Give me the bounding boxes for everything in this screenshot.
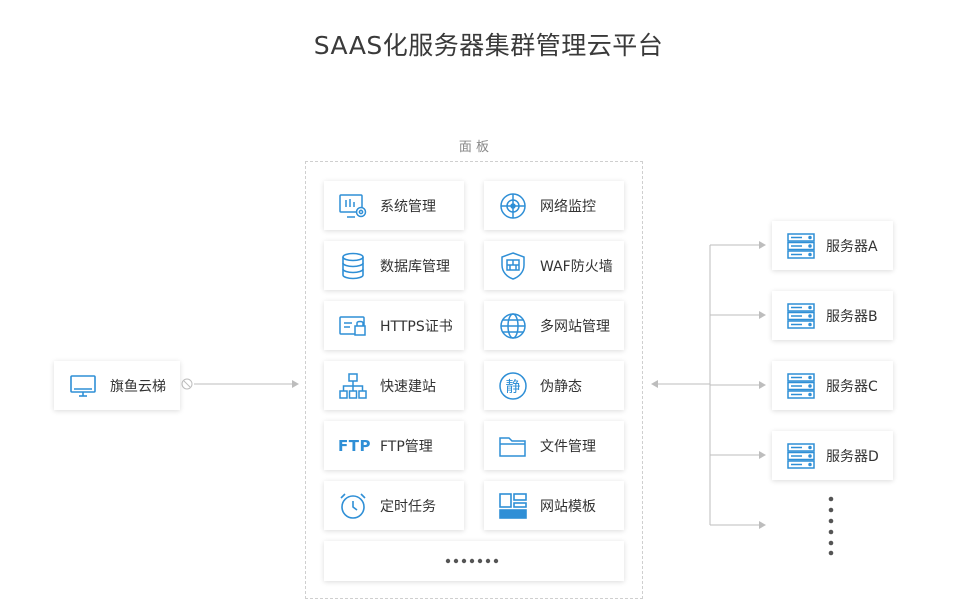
static-char-icon: 静 (498, 371, 528, 401)
server-label: 服务器C (826, 378, 878, 395)
module-label: 网络监控 (540, 198, 596, 215)
client-node: 旗鱼云梯 (54, 361, 180, 410)
module-https-certificate[interactable]: HTTPS证书 (324, 301, 464, 350)
server-node-c: 服务器C (772, 361, 893, 410)
ftp-icon: FTP (338, 436, 371, 455)
module-label: 快速建站 (380, 378, 436, 395)
server-rack-icon (786, 231, 816, 261)
monitor-icon (68, 371, 98, 401)
module-system-management[interactable]: 系统管理 (324, 181, 464, 230)
module-label: 文件管理 (540, 438, 596, 455)
module-pseudo-static[interactable]: 静 伪静态 (484, 361, 624, 410)
database-icon (338, 251, 368, 281)
module-label: 伪静态 (540, 378, 582, 395)
module-quick-site-build[interactable]: 快速建站 (324, 361, 464, 410)
client-to-panel-connector (181, 378, 299, 390)
server-rack-icon (786, 371, 816, 401)
module-label: 数据库管理 (380, 258, 450, 275)
ellipsis-dots-icon (445, 558, 499, 564)
server-label: 服务器A (826, 238, 878, 255)
module-label: 定时任务 (380, 498, 436, 515)
panel-to-servers-connector (651, 241, 766, 529)
module-label: HTTPS证书 (380, 318, 453, 335)
more-servers-ellipsis-icon (828, 496, 834, 556)
module-waf-firewall[interactable]: WAF防火墙 (484, 241, 624, 290)
server-node-a: 服务器A (772, 221, 893, 270)
template-grid-icon (498, 491, 528, 521)
module-network-monitor[interactable]: 网络监控 (484, 181, 624, 230)
module-label: 多网站管理 (540, 318, 610, 335)
client-label: 旗鱼云梯 (110, 378, 166, 395)
module-label: WAF防火墙 (540, 258, 613, 275)
server-node-b: 服务器B (772, 291, 893, 340)
server-label: 服务器D (826, 448, 879, 465)
radar-monitor-icon (498, 191, 528, 221)
module-scheduled-tasks[interactable]: 定时任务 (324, 481, 464, 530)
module-label: 网站模板 (540, 498, 596, 515)
static-char-text: 静 (505, 377, 520, 395)
server-label: 服务器B (826, 308, 878, 325)
alarm-clock-icon (338, 491, 368, 521)
module-multi-site-management[interactable]: 多网站管理 (484, 301, 624, 350)
module-file-management[interactable]: 文件管理 (484, 421, 624, 470)
module-database-management[interactable]: 数据库管理 (324, 241, 464, 290)
page-title: SAAS化服务器集群管理云平台 (313, 31, 664, 60)
folder-icon (498, 431, 528, 461)
certificate-lock-icon (338, 311, 368, 341)
firewall-shield-icon (498, 251, 528, 281)
system-settings-icon (338, 191, 368, 221)
sitemap-icon (338, 371, 368, 401)
module-label: 系统管理 (380, 198, 436, 215)
module-label: FTP管理 (380, 438, 433, 455)
server-rack-icon (786, 441, 816, 471)
globe-icon (498, 311, 528, 341)
server-node-d: 服务器D (772, 431, 893, 480)
more-modules-ellipsis (324, 541, 624, 581)
panel-label: 面 板 (458, 140, 490, 155)
panel-container (305, 161, 643, 599)
server-rack-icon (786, 301, 816, 331)
module-site-templates[interactable]: 网站模板 (484, 481, 624, 530)
module-ftp-management[interactable]: FTP FTP管理 (324, 421, 464, 470)
